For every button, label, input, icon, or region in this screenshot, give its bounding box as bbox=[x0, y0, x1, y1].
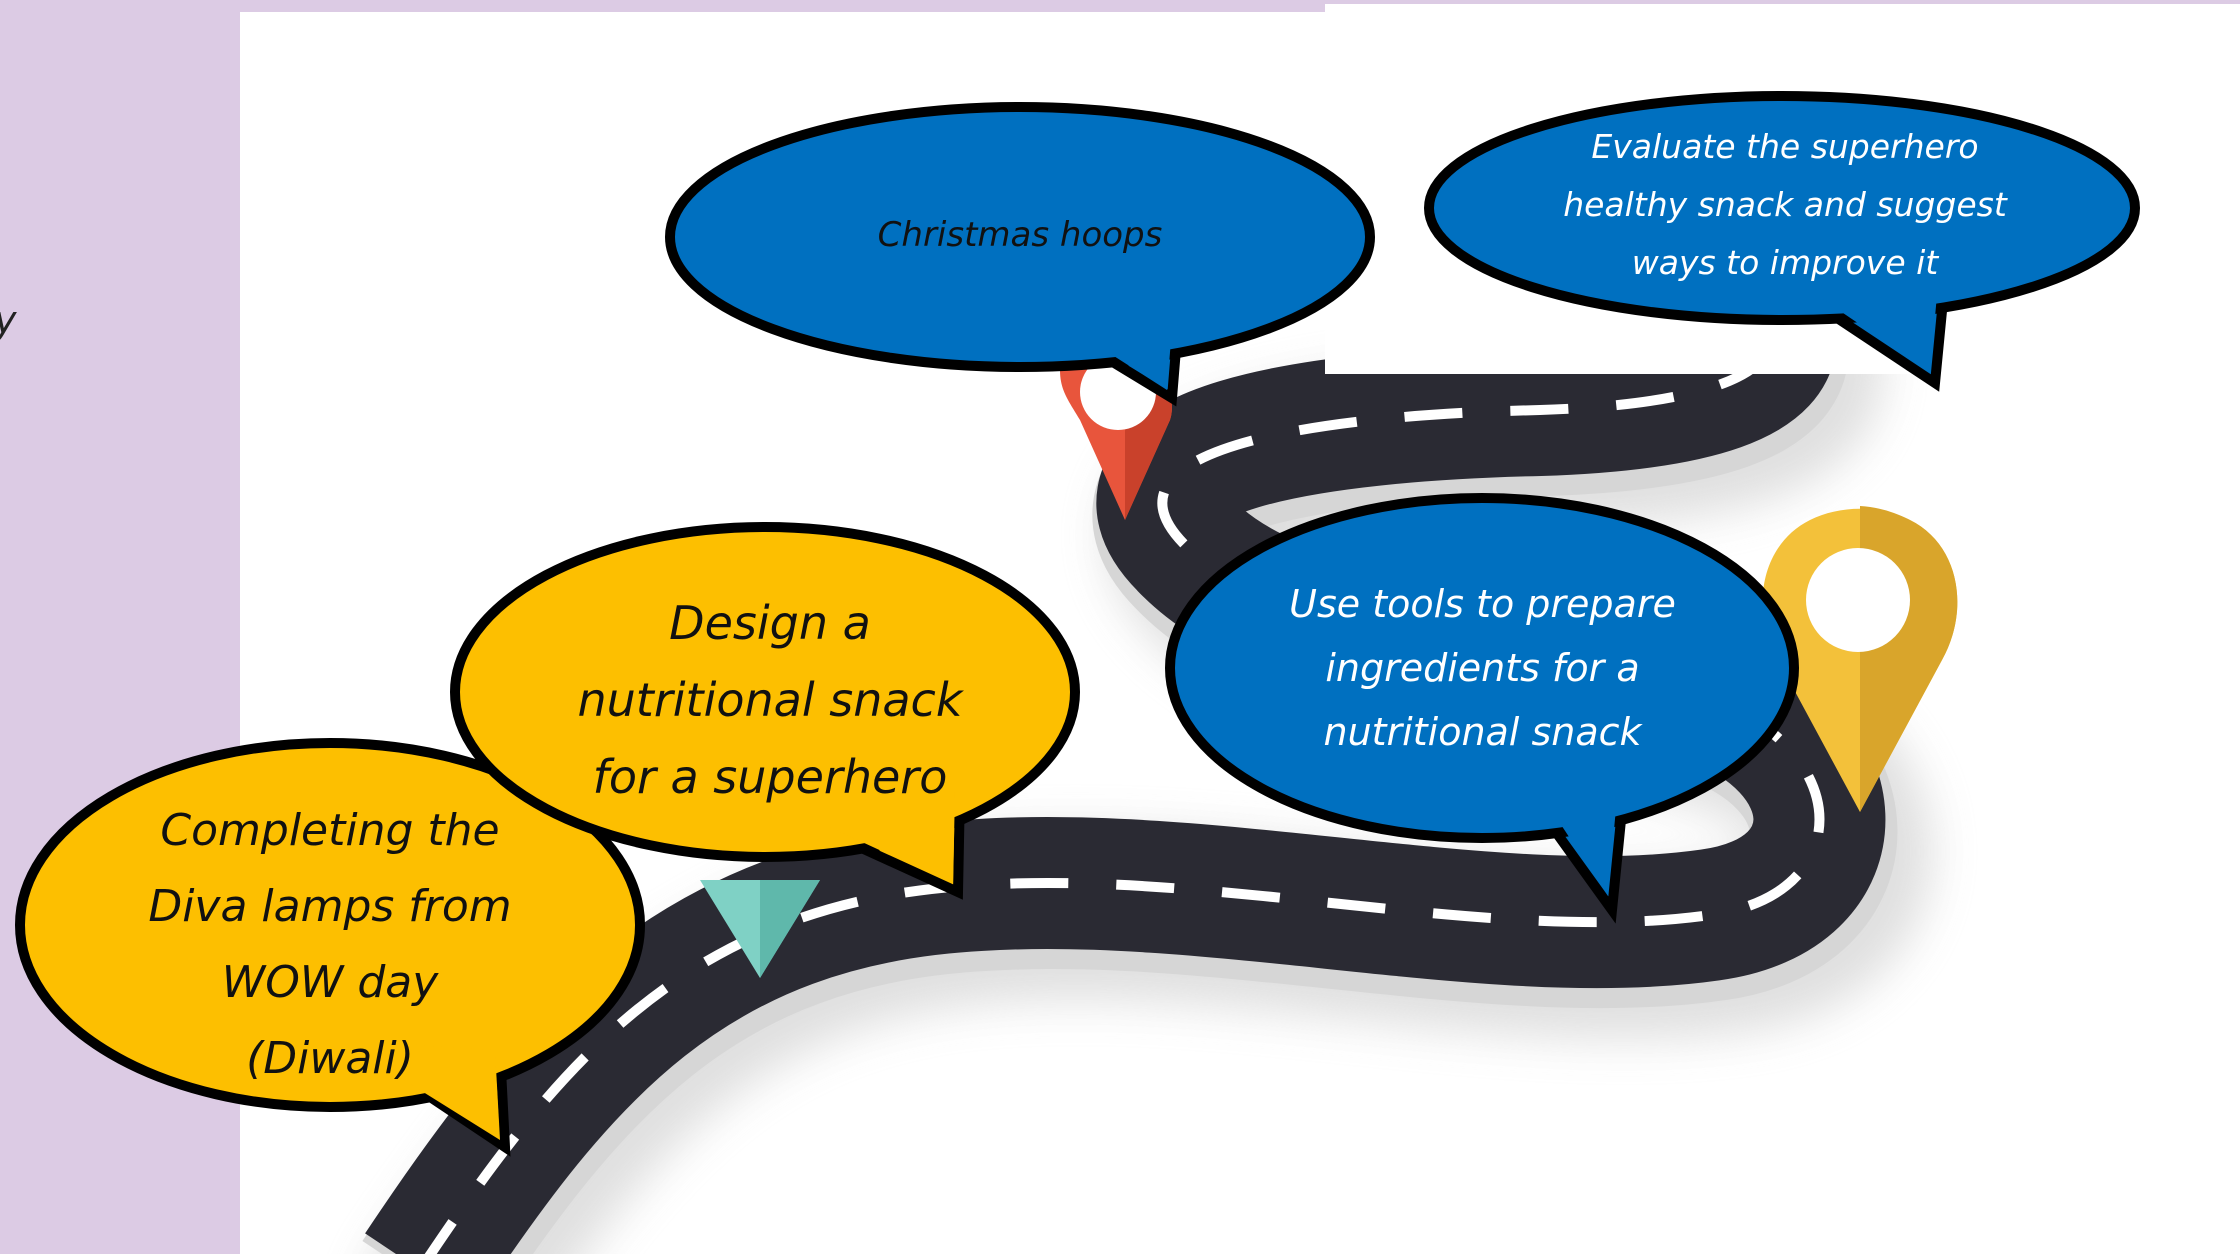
step-evaluate-line-3: ways to improve it bbox=[1631, 243, 1939, 282]
speech-bubble-christmas bbox=[665, 102, 1375, 407]
yellow-location-pin-icon bbox=[1762, 506, 1958, 812]
step-christmas-line-1: Christmas hoops bbox=[877, 215, 1163, 255]
step-diwali-text: Completing the Diva lamps from WOW day (… bbox=[110, 795, 550, 1095]
top-border-strip-right bbox=[1325, 0, 2240, 4]
step-design-text: Design a nutritional snack for a superhe… bbox=[545, 580, 995, 820]
step-tools-line-2: ingredients for a bbox=[1325, 646, 1640, 690]
road-center-dashes bbox=[424, 328, 1825, 1254]
step-evaluate-line-1: Evaluate the superhero bbox=[1591, 127, 1979, 166]
step-diwali-line-2: Diva lamps from bbox=[148, 881, 512, 932]
step-tools-line-1: Use tools to prepare bbox=[1289, 582, 1676, 626]
step-diwali-line-1: Completing the bbox=[160, 805, 500, 856]
step-design-line-2: nutritional snack bbox=[577, 672, 963, 727]
left-panel-text-fragment: y bbox=[0, 298, 17, 342]
step-evaluate-text: Evaluate the superhero healthy snack and… bbox=[1540, 115, 2030, 295]
step-diwali-line-3: WOW day bbox=[221, 957, 439, 1008]
step-evaluate-line-2: healthy snack and suggest bbox=[1563, 185, 2007, 224]
speech-bubble-evaluate bbox=[1424, 91, 2140, 392]
step-christmas-text: Christmas hoops bbox=[800, 195, 1240, 275]
speech-bubble-diwali bbox=[15, 738, 645, 1157]
teal-location-pin-icon bbox=[700, 880, 820, 978]
speech-bubble-tools bbox=[1165, 493, 1799, 924]
step-diwali-line-4: (Diwali) bbox=[246, 1033, 414, 1084]
step-design-line-1: Design a bbox=[669, 595, 871, 650]
step-tools-line-3: nutritional snack bbox=[1323, 710, 1642, 754]
step-design-line-3: for a superhero bbox=[592, 749, 948, 804]
top-border-strip bbox=[240, 0, 1325, 12]
step-tools-text: Use tools to prepare ingredients for a n… bbox=[1255, 568, 1710, 768]
speech-bubble-design bbox=[450, 522, 1080, 900]
